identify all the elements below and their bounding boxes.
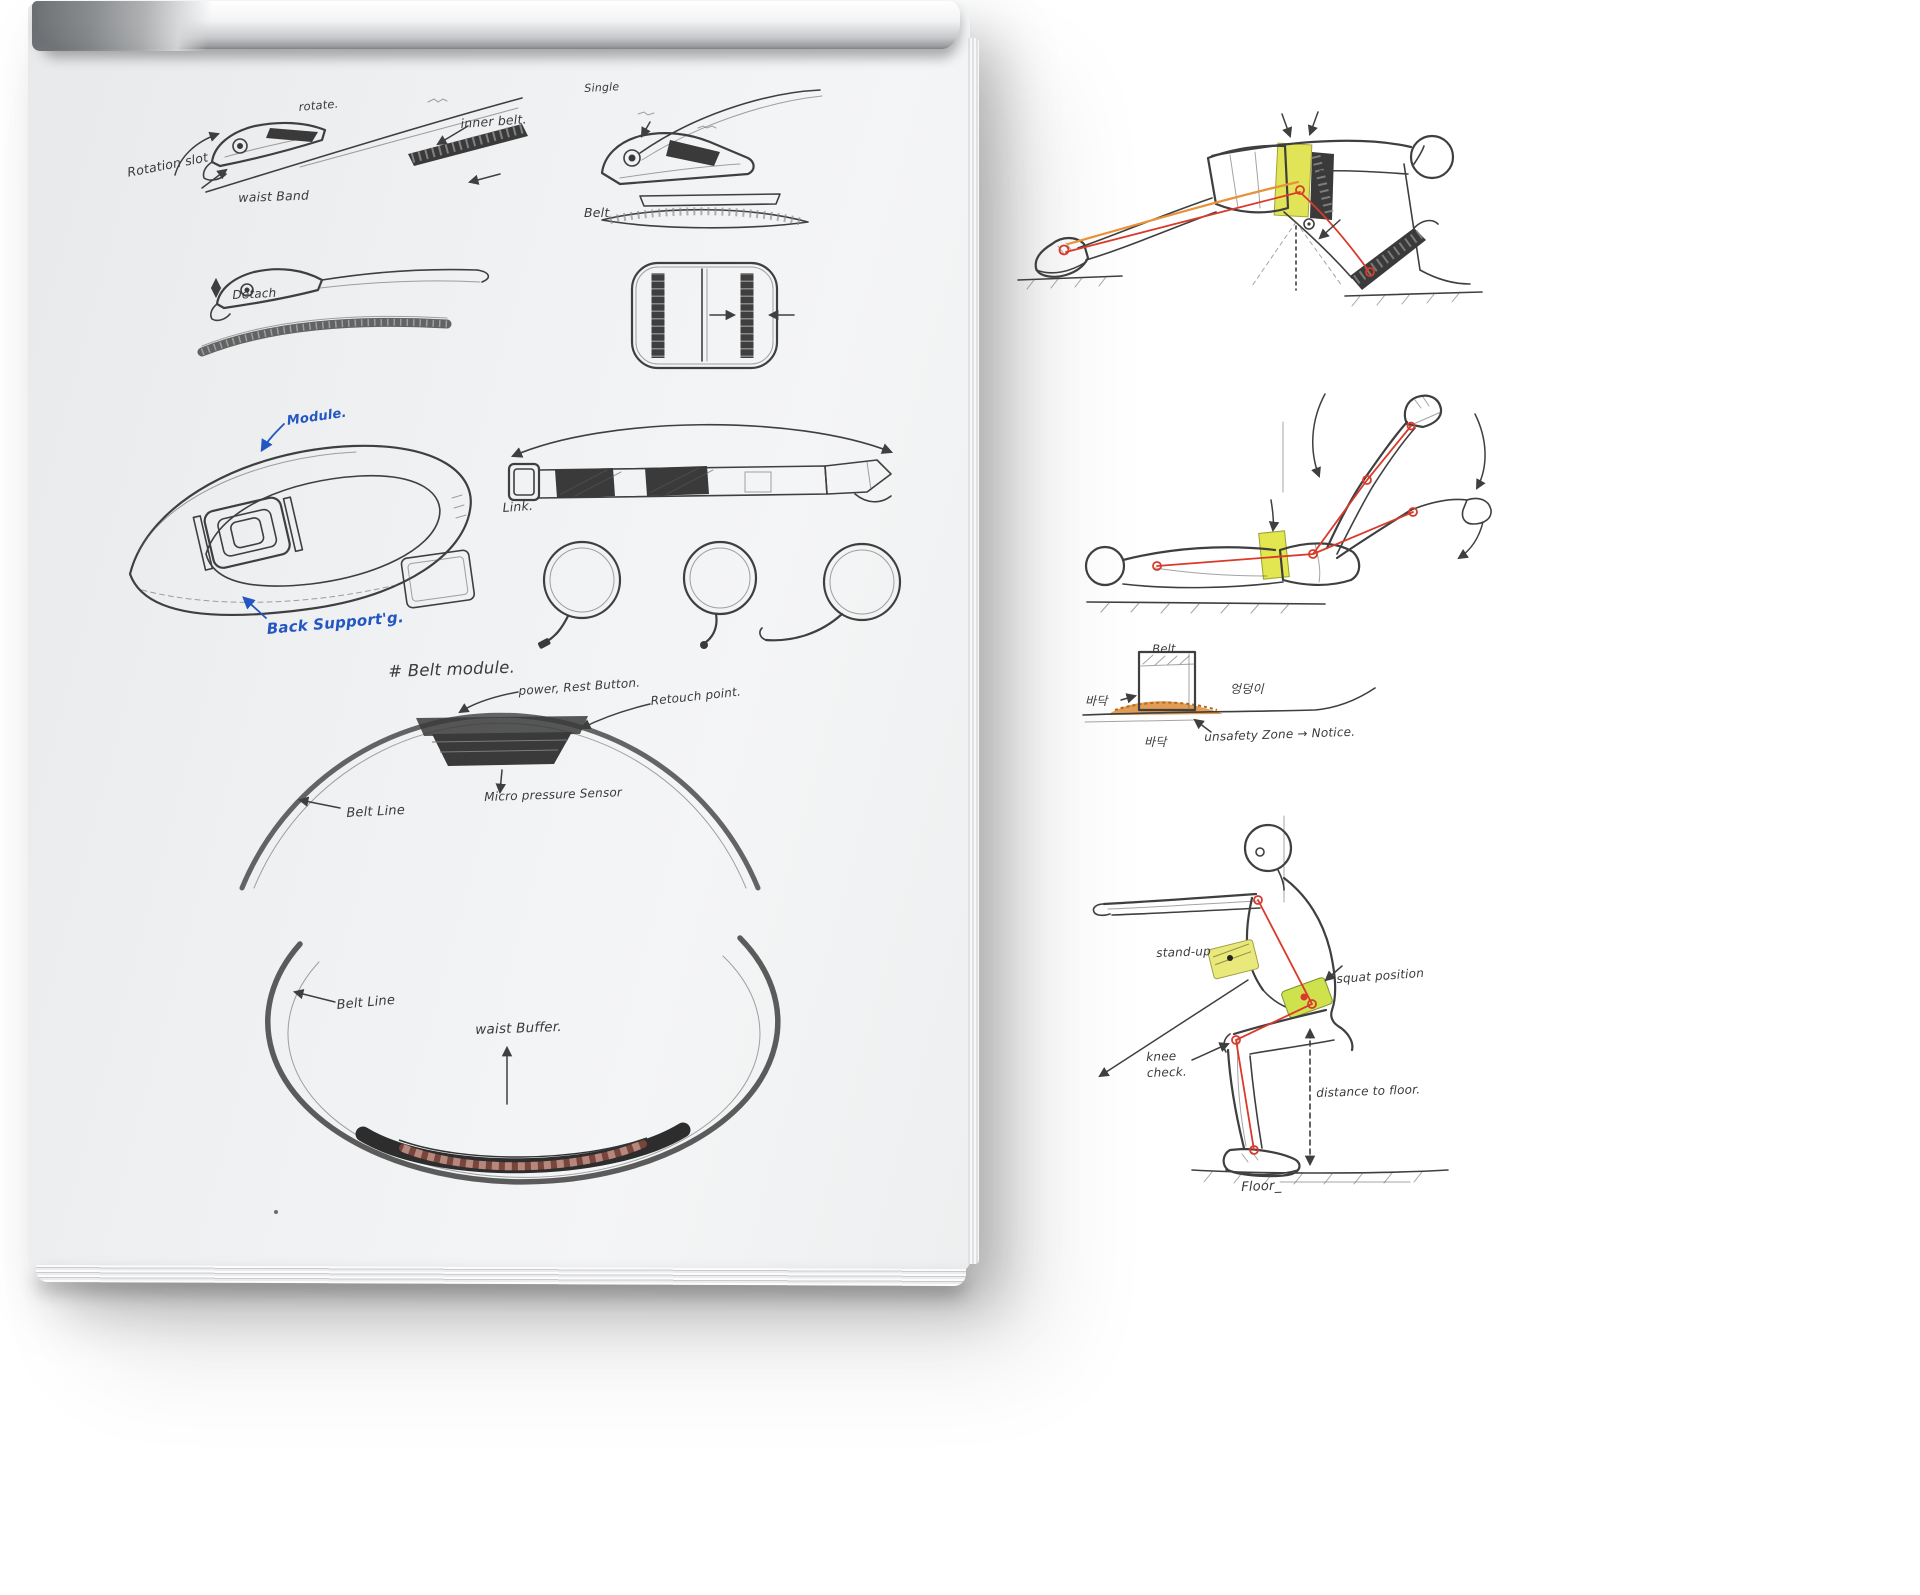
leg-raise-exercise-sketch xyxy=(1084,393,1492,614)
buckle-detach-sketch xyxy=(197,268,490,357)
sketchpad-page xyxy=(28,1,979,1287)
annotation-waist-band: waist Band xyxy=(238,187,310,205)
belt-flat-layout-sketch xyxy=(507,423,894,503)
belt-line-top-arc-sketch xyxy=(239,691,761,891)
page-stack-edge xyxy=(968,38,979,1264)
annotation-floor-label: Floor_ xyxy=(1241,1178,1282,1195)
plank-exercise-sketch xyxy=(1017,111,1483,307)
annotation-belt-box: Belt xyxy=(1152,641,1176,656)
belt-module-top-view-sketch xyxy=(630,261,795,370)
annotation-waist-buffer: waist Buffer. xyxy=(475,1018,563,1038)
annotation-floor-bottom: 바닥 xyxy=(1144,735,1167,749)
annotation-stand-up: stand-up xyxy=(1156,944,1212,960)
buckle-side-sketch xyxy=(600,89,823,229)
annotation-hip: 엉덩이 xyxy=(1230,682,1264,696)
squat-exercise-sketch xyxy=(1092,815,1449,1185)
page-curl xyxy=(32,1,247,51)
belt-3d-sketch xyxy=(128,423,476,619)
annotation-floor-left: 바닥 xyxy=(1085,694,1108,708)
unsafety-zone-diagram xyxy=(1082,650,1376,733)
buckle-clip-front-sketch xyxy=(174,97,528,193)
annotation-link: Link. xyxy=(502,497,534,515)
pen-dot xyxy=(274,1210,278,1214)
page-stack-bottom xyxy=(35,1264,967,1287)
annotation-detach: Detach xyxy=(232,285,277,302)
annotation-knee-check: knee check. xyxy=(1146,1048,1188,1080)
strap-loops-sketch xyxy=(537,540,902,649)
annotation-belt-line-top: Belt Line xyxy=(346,802,406,821)
annotation-belt-side: Belt xyxy=(584,205,610,220)
annotation-single: Single xyxy=(584,80,620,95)
belt-line-bottom-arc-sketch xyxy=(265,935,781,1185)
